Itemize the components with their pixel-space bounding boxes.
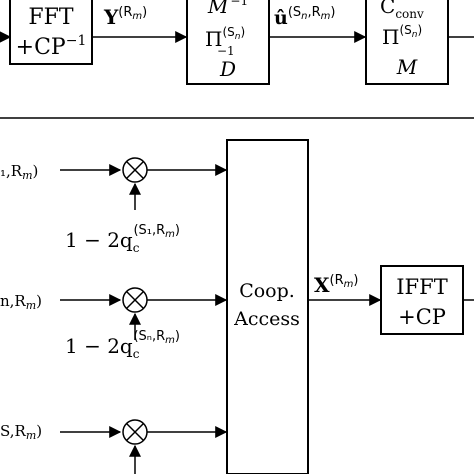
access-label: Access	[233, 308, 300, 330]
input-label-2: n,Rm)	[0, 292, 42, 312]
input-label-1: ₁,Rm)	[0, 162, 38, 182]
interleaver-label: Π(Sn)	[382, 23, 422, 49]
ifft-label: IFFT	[396, 275, 447, 299]
coop-access-block	[226, 139, 309, 474]
fft-label: FFT	[28, 5, 74, 30]
demapper-label: M−1	[207, 0, 248, 18]
encoder-block	[365, 0, 449, 85]
weight-label-1: 1 − 2qc(S₁,Rm)	[65, 223, 180, 255]
multiplier-3	[122, 419, 148, 445]
signal-y-label: Y(Rm)	[103, 5, 147, 29]
signal-x-label: X(Rm)	[314, 273, 358, 297]
multiplier-1	[122, 157, 148, 183]
fft-block	[9, 0, 93, 65]
mapper-label: M	[396, 55, 418, 79]
multiplier-2	[122, 287, 148, 313]
cp-inverse-label: +CP−1	[16, 33, 87, 60]
decoder-d-label: D	[219, 57, 236, 81]
signal-u-label: û(Sn,Rm)	[274, 5, 336, 29]
cp-label: +CP	[398, 305, 446, 329]
decoder-block	[186, 0, 270, 85]
weight-label-2: 1 − 2qc(Sₙ,Rm)	[65, 329, 180, 361]
coop-label: Coop.	[239, 280, 295, 302]
deinterleaver-sub-label: −1	[217, 44, 235, 58]
deinterleaver-label: Π(Sn)	[205, 25, 245, 51]
input-label-3: S,Rm)	[0, 422, 42, 442]
conv-code-label: Cconv	[380, 0, 424, 21]
